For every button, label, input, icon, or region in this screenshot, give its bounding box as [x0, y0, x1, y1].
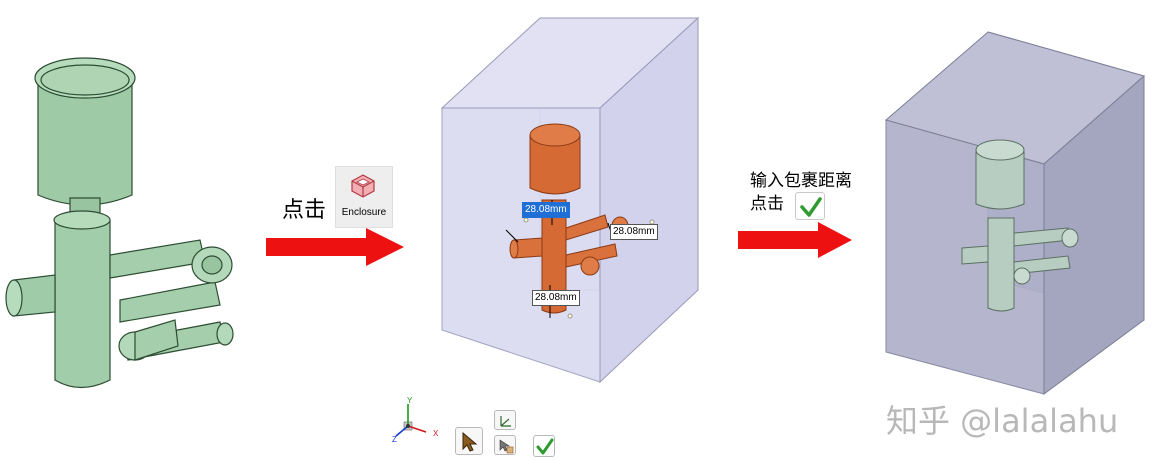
dimension-input-right[interactable]: 28.08mm [610, 224, 658, 240]
triad-z-label: Z [392, 435, 397, 444]
checkmark-icon [800, 197, 822, 217]
arrow-right-icon [738, 222, 852, 258]
axis-triad-icon [395, 404, 427, 437]
enclosure-label: Enclosure [341, 207, 387, 218]
checkmark-icon [536, 438, 554, 455]
original-part-view [5, 57, 234, 389]
enclosure-button[interactable]: Enclosure [335, 166, 393, 228]
cursor-arrow-icon [462, 432, 478, 452]
dimension-input-top[interactable]: 28.08mm [522, 202, 570, 218]
select-tool-button[interactable] [455, 427, 483, 455]
confirm-button[interactable] [533, 435, 555, 457]
triad-x-label: X [433, 429, 439, 438]
axis-tool-icon [500, 416, 511, 427]
enclosure-preview-view [440, 16, 700, 384]
step2-instruction-line1: 输入包裹距离 [750, 171, 852, 191]
watermark: 知乎 @lalalahu [886, 402, 1119, 440]
dimension-input-bottom[interactable]: 28.08mm [532, 290, 580, 306]
step2-instruction-line2: 点击 [750, 194, 784, 214]
arrow-right-icon [266, 228, 404, 266]
confirm-button-callout[interactable] [795, 192, 825, 220]
triad-y-label: Y [407, 396, 413, 405]
select-body-icon [499, 439, 514, 454]
enclosure-icon [351, 174, 375, 198]
select-body-tool-button[interactable] [494, 435, 516, 455]
axis-tool-button[interactable] [494, 410, 516, 430]
step1-click-label: 点击 [282, 198, 327, 223]
final-enclosure-view [884, 31, 1146, 395]
